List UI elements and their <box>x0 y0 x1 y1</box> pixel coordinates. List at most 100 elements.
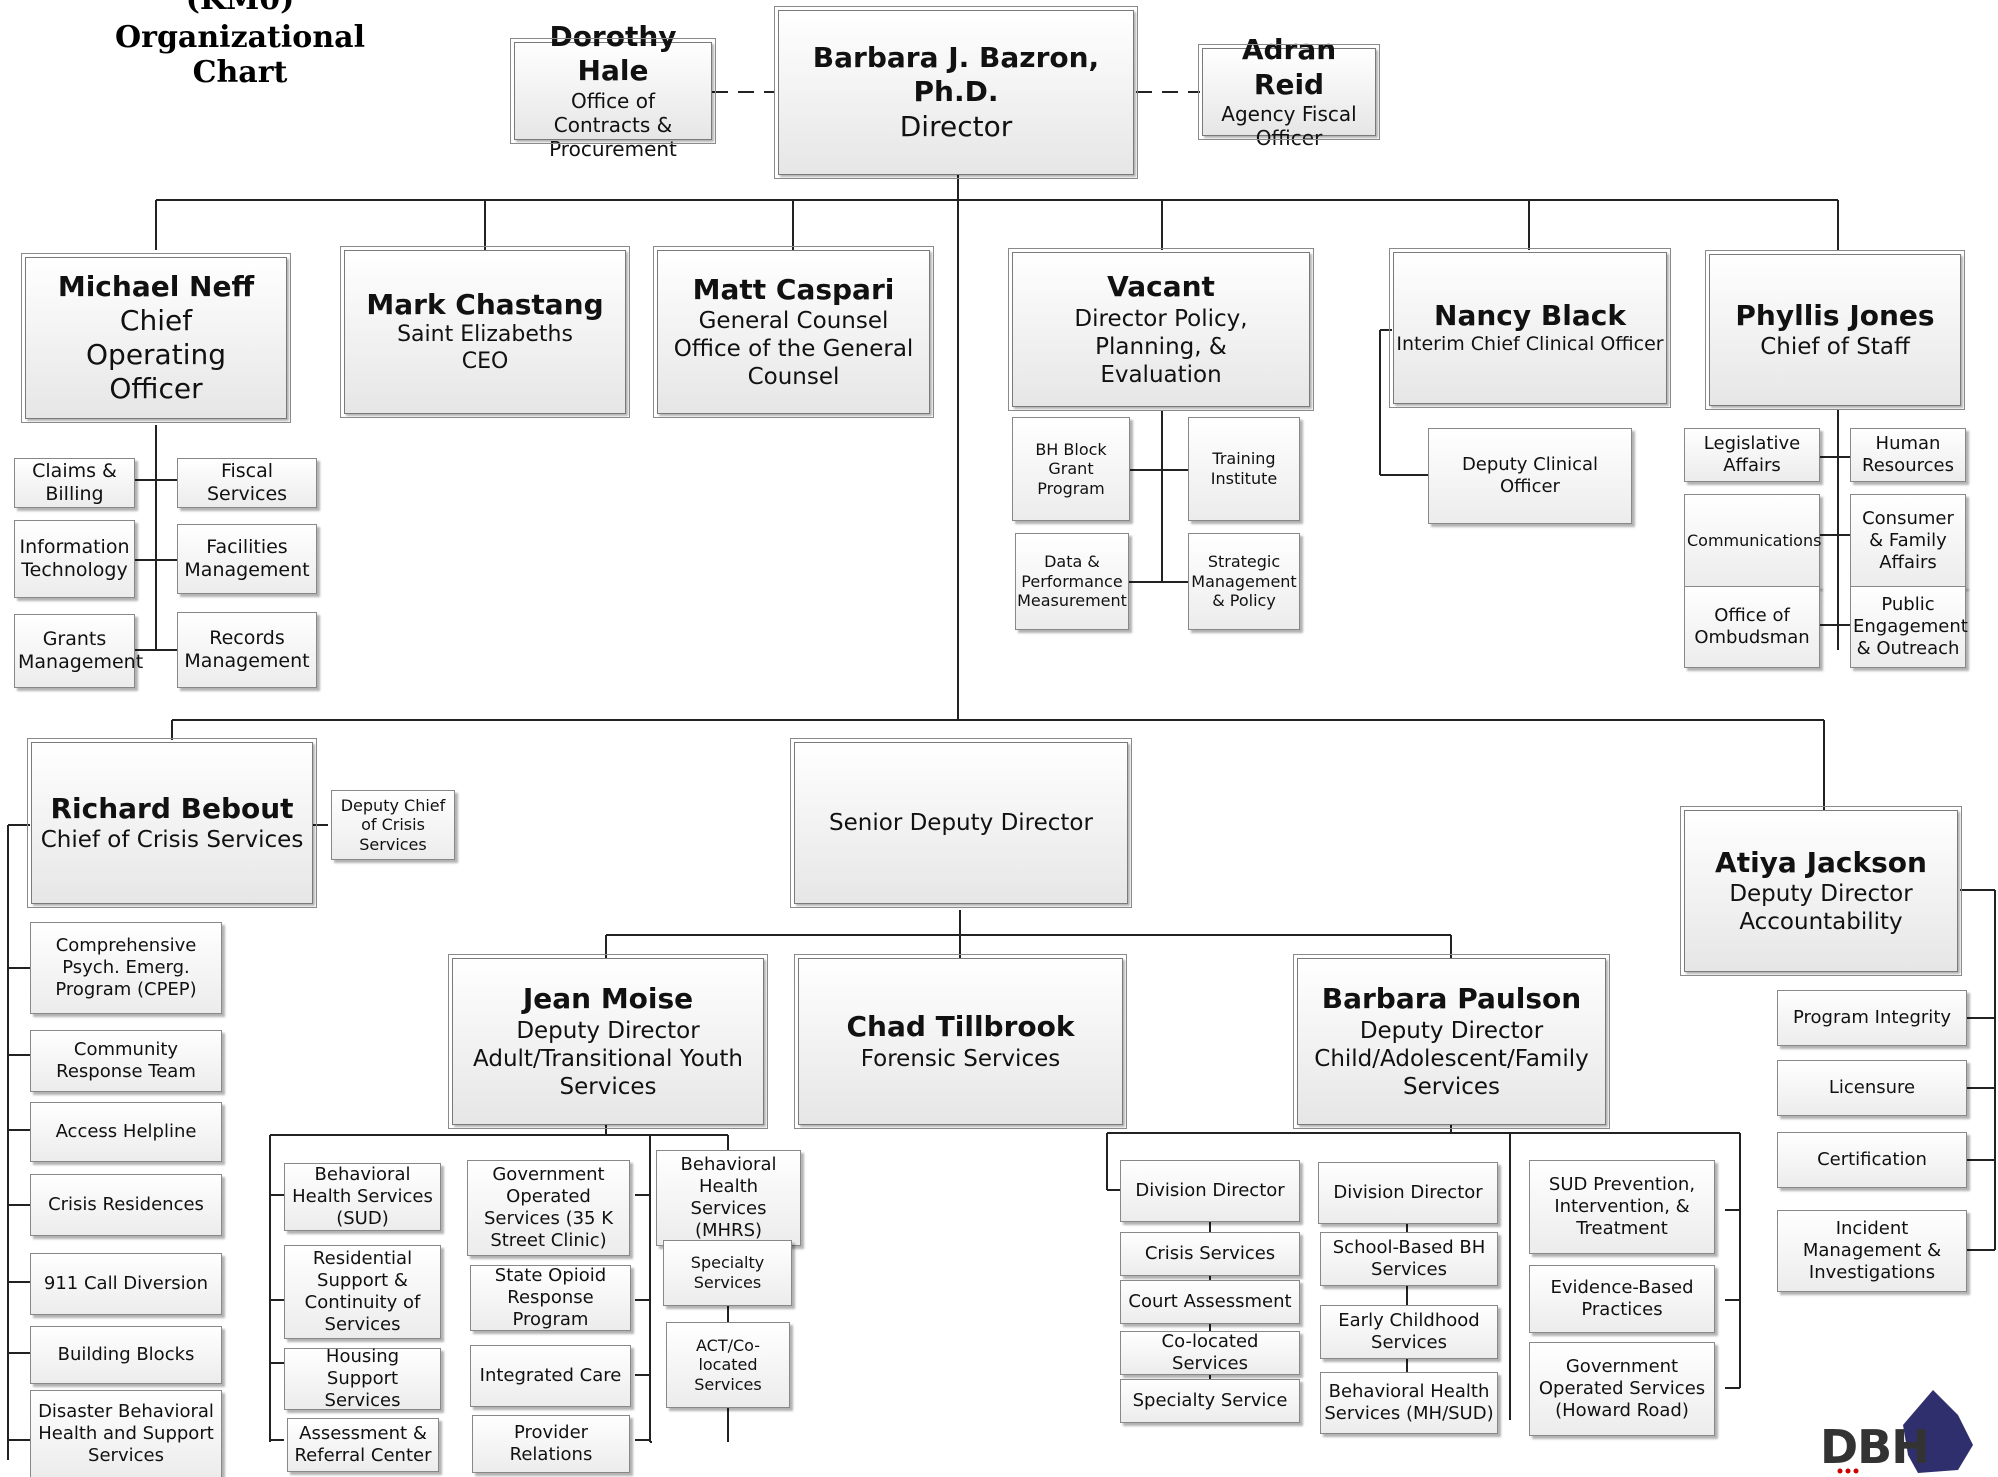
coo-unit-title: Claims & Billing <box>32 459 117 505</box>
cos-unit-title: Legislative Affairs <box>1703 433 1801 476</box>
director-box: Barbara J. Bazron, Ph.D.Director <box>774 6 1138 179</box>
adult-unit-title: Residential Support & Continuity of Serv… <box>304 1248 421 1335</box>
coo-unit-title: Information Technology <box>19 535 130 581</box>
cco-unit: Deputy Clinical Officer <box>1428 428 1632 524</box>
adult-box-title: Deputy Director Adult/Transitional Youth… <box>473 1017 743 1100</box>
child-unit-title: Crisis Services <box>1144 1243 1276 1265</box>
director-box-name: Barbara J. Bazron, Ph.D. <box>812 41 1100 109</box>
ppe-unit-title: BH Block Grant Program <box>1035 439 1107 498</box>
coo-unit: Claims & Billing <box>14 458 135 508</box>
fiscal-officer-box-name: Adran Reid <box>1241 33 1337 101</box>
cos-unit-title: Human Resources <box>1862 433 1954 476</box>
crisis-box-name: Richard Bebout <box>50 791 294 825</box>
ppe-unit: BH Block Grant Program <box>1012 417 1130 521</box>
coo-unit: Grants Management <box>14 614 144 688</box>
coo-unit-title: Fiscal Services <box>206 459 288 505</box>
crisis-unit: Disaster Behavioral Health and Support S… <box>30 1390 222 1477</box>
child-unit-title: Division Director <box>1333 1182 1483 1204</box>
ppe-unit: Training Institute <box>1188 417 1300 521</box>
child-unit: Division Director <box>1318 1162 1498 1224</box>
adult-unit: Government Operated Services (35 K Stree… <box>467 1160 630 1256</box>
ppe-unit: Strategic Management & Policy <box>1188 533 1300 630</box>
coo-unit-title: Grants Management <box>18 627 144 673</box>
adult-unit: Provider Relations <box>472 1415 630 1473</box>
accountability-unit-title: Licensure <box>1828 1077 1916 1099</box>
adult-unit: Behavioral Health Services (MHRS) <box>656 1150 801 1246</box>
cos-unit: Human Resources <box>1850 428 1966 482</box>
crisis-unit-title: Access Helpline <box>55 1121 197 1143</box>
adult-unit: Specialty Services <box>663 1240 792 1306</box>
ppe-box-name: Vacant <box>1107 270 1215 304</box>
child-unit-title: School-Based BH Services <box>1332 1237 1486 1280</box>
crisis-unit-title: Comprehensive Psych. Emerg. Program (CPE… <box>55 935 197 1000</box>
crisis-unit-title: Building Blocks <box>57 1344 195 1366</box>
dbh-logo <box>1837 1390 1973 1474</box>
child-unit-title: Early Childhood Services <box>1338 1310 1480 1353</box>
adult-unit-title: Housing Support Services <box>324 1346 401 1411</box>
child-unit-title: Specialty Service <box>1132 1390 1288 1412</box>
adult-box-name: Jean Moise <box>522 982 694 1016</box>
accountability-unit: Licensure <box>1777 1060 1967 1116</box>
accountability-unit: Certification <box>1777 1132 1967 1188</box>
adult-unit-title: Integrated Care <box>479 1365 622 1387</box>
accountability-box-name: Atiya Jackson <box>1715 845 1927 879</box>
coo-unit: Facilities Management <box>177 524 317 594</box>
child-unit-title: Government Operated Services (Howard Roa… <box>1538 1356 1706 1421</box>
cos-box-name: Phyllis Jones <box>1735 298 1935 332</box>
coo-unit-title: Facilities Management <box>184 535 310 581</box>
ppe-unit-title: Training Institute <box>1210 449 1278 488</box>
crisis-unit: Building Blocks <box>30 1326 222 1384</box>
child-unit: Division Director <box>1120 1160 1300 1222</box>
senior-deputy-box-title: Senior Deputy Director <box>829 809 1093 836</box>
adult-unit: Integrated Care <box>470 1345 631 1407</box>
ppe-unit-title: Data & Performance Measurement <box>1017 552 1127 611</box>
accountability-unit-title: Program Integrity <box>1792 1007 1952 1029</box>
adult-unit: ACT/Co-located Services <box>666 1322 790 1408</box>
adult-unit-title: Government Operated Services (35 K Stree… <box>483 1164 614 1251</box>
crisis-unit-title: Community Response Team <box>56 1039 196 1082</box>
cos-unit-title: Communications <box>1687 531 1822 551</box>
counsel-box-title: General Counsel Office of the General Co… <box>673 308 914 391</box>
cos-unit: Legislative Affairs <box>1684 428 1820 482</box>
dbh-logo-text: DBH <box>1820 1420 1930 1474</box>
child-unit-title: SUD Prevention, Intervention, & Treatmen… <box>1548 1174 1696 1239</box>
adult-unit-title: Assessment & Referral Center <box>294 1423 432 1466</box>
crisis-unit: Comprehensive Psych. Emerg. Program (CPE… <box>30 922 222 1014</box>
cos-unit: Communications <box>1684 494 1822 588</box>
cos-unit-title: Consumer & Family Affairs <box>1862 508 1954 573</box>
adult-unit: Housing Support Services <box>284 1346 441 1411</box>
adult-unit: Residential Support & Continuity of Serv… <box>284 1245 441 1339</box>
crisis-unit: Crisis Residences <box>30 1174 222 1236</box>
crisis-unit-title: Crisis Residences <box>48 1194 204 1216</box>
crisis-box-title: Chief of Crisis Services <box>40 827 304 854</box>
child-unit-title: Court Assessment <box>1128 1291 1292 1313</box>
fiscal-officer-box-title: Agency Fiscal Officer <box>1221 101 1357 151</box>
coo-unit: Information Technology <box>14 520 135 598</box>
counsel-box-name: Matt Caspari <box>692 272 895 306</box>
cos-unit-title: Public Engagement & Outreach <box>1853 594 1968 659</box>
child-unit: Crisis Services <box>1120 1232 1300 1276</box>
seh-box-name: Mark Chastang <box>366 288 604 322</box>
chart-code: (KM0) <box>80 0 400 17</box>
accountability-unit: Program Integrity <box>1777 990 1967 1046</box>
ppe-unit: Data & Performance Measurement <box>1015 533 1129 630</box>
cco-box-name: Nancy Black <box>1434 299 1626 333</box>
child-unit: Evidence-Based Practices <box>1529 1265 1715 1333</box>
ppe-box-title: Director Policy, Planning, & Evaluation <box>1074 305 1248 388</box>
child-unit: Behavioral Health Services (MH/SUD) <box>1320 1372 1498 1434</box>
child-unit-title: Evidence-Based Practices <box>1550 1277 1694 1320</box>
adult-unit-title: Behavioral Health Services (MHRS) <box>680 1154 777 1241</box>
senior-deputy-box: Senior Deputy Director <box>790 738 1132 908</box>
coo-unit-title: Records Management <box>184 626 310 672</box>
coo-box-name: Michael Neff <box>57 269 255 303</box>
crisis-unit: Access Helpline <box>30 1102 222 1162</box>
adult-unit-title: State Opioid Response Program <box>494 1265 607 1330</box>
ppe-unit-title: Strategic Management & Policy <box>1191 552 1297 611</box>
